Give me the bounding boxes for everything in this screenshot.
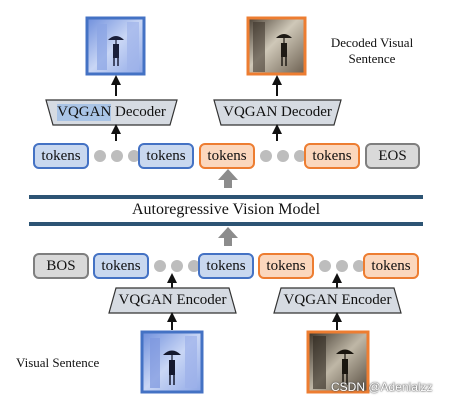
- ellipsis-dots-bottom-left: [154, 253, 200, 279]
- encoder-trapezoid-right: [273, 287, 402, 314]
- decoder-label-highlight: VQGAN: [57, 104, 112, 121]
- input-token-orange-2: tokens: [363, 253, 419, 279]
- arrow-tokens-to-model: [218, 227, 238, 246]
- decoder-trapezoid-right: [213, 99, 342, 126]
- encoder-label-right: VQGAN Encoder: [283, 292, 392, 308]
- model-title: Autoregressive Vision Model: [131, 201, 321, 218]
- input-image-sepia: [306, 330, 370, 394]
- ellipsis-dots-top-left: [94, 143, 140, 169]
- decoder-label-rest: Decoder: [111, 104, 166, 120]
- input-image-blue: [140, 330, 204, 394]
- output-token-orange-2: tokens: [304, 143, 360, 169]
- model-band-bottom: [29, 222, 423, 226]
- encoder-trapezoid-left: [108, 287, 237, 314]
- encoder-label-left: VQGAN Encoder: [118, 292, 227, 308]
- model-band-top: [29, 195, 423, 199]
- decoded-image-blue: [85, 16, 146, 76]
- watermark: CSDN @Adenialzz: [331, 380, 433, 394]
- input-token-blue-1: tokens: [93, 253, 149, 279]
- output-token-blue-2: tokens: [138, 143, 194, 169]
- output-token-blue-1: tokens: [33, 143, 89, 169]
- input-token-orange-1: tokens: [258, 253, 314, 279]
- decoder-label-left: VQGAN Decoder: [46, 100, 177, 125]
- input-token-blue-2: tokens: [198, 253, 254, 279]
- decoded-image-sepia: [246, 16, 307, 76]
- arrow-model-to-tokens: [218, 169, 238, 188]
- bos-token: BOS: [33, 253, 89, 279]
- eos-token: EOS: [365, 143, 420, 169]
- ellipsis-dots-top-right: [260, 143, 306, 169]
- visual-sentence-caption: Visual Sentence: [16, 355, 100, 370]
- decoded-visual-sentence-caption: Decoded Visual Sentence: [330, 35, 414, 66]
- ellipsis-dots-bottom-right: [319, 253, 365, 279]
- decoder-label-right: VQGAN Decoder: [223, 104, 332, 120]
- output-token-orange-1: tokens: [199, 143, 255, 169]
